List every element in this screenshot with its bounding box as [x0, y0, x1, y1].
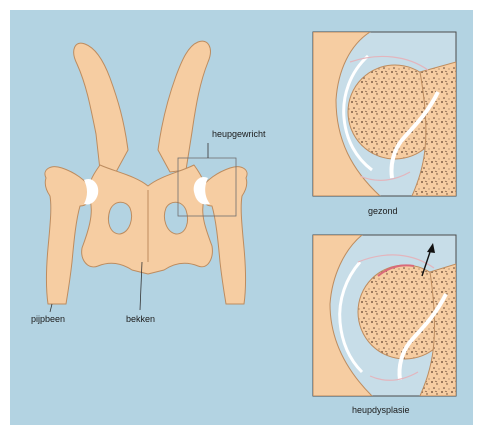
- left-obturator-foramen: [108, 202, 131, 234]
- left-femur: [45, 167, 92, 304]
- label-healthy: gezond: [368, 206, 398, 216]
- dysplasia-detail-panel: [313, 235, 456, 396]
- right-iliac-wing: [158, 41, 210, 172]
- right-obturator-foramen: [164, 202, 187, 234]
- left-iliac-wing: [74, 43, 128, 172]
- label-dysplasia: heupdysplasie: [352, 405, 410, 415]
- label-hip-joint: heupgewricht: [212, 129, 266, 139]
- label-pelvis: bekken: [126, 314, 155, 324]
- femur-leader: [50, 304, 52, 312]
- label-femur: pijpbeen: [31, 314, 65, 324]
- pelvis-illustration: [45, 41, 247, 304]
- healthy-detail-panel: [313, 32, 456, 196]
- pelvis-body: [82, 165, 213, 274]
